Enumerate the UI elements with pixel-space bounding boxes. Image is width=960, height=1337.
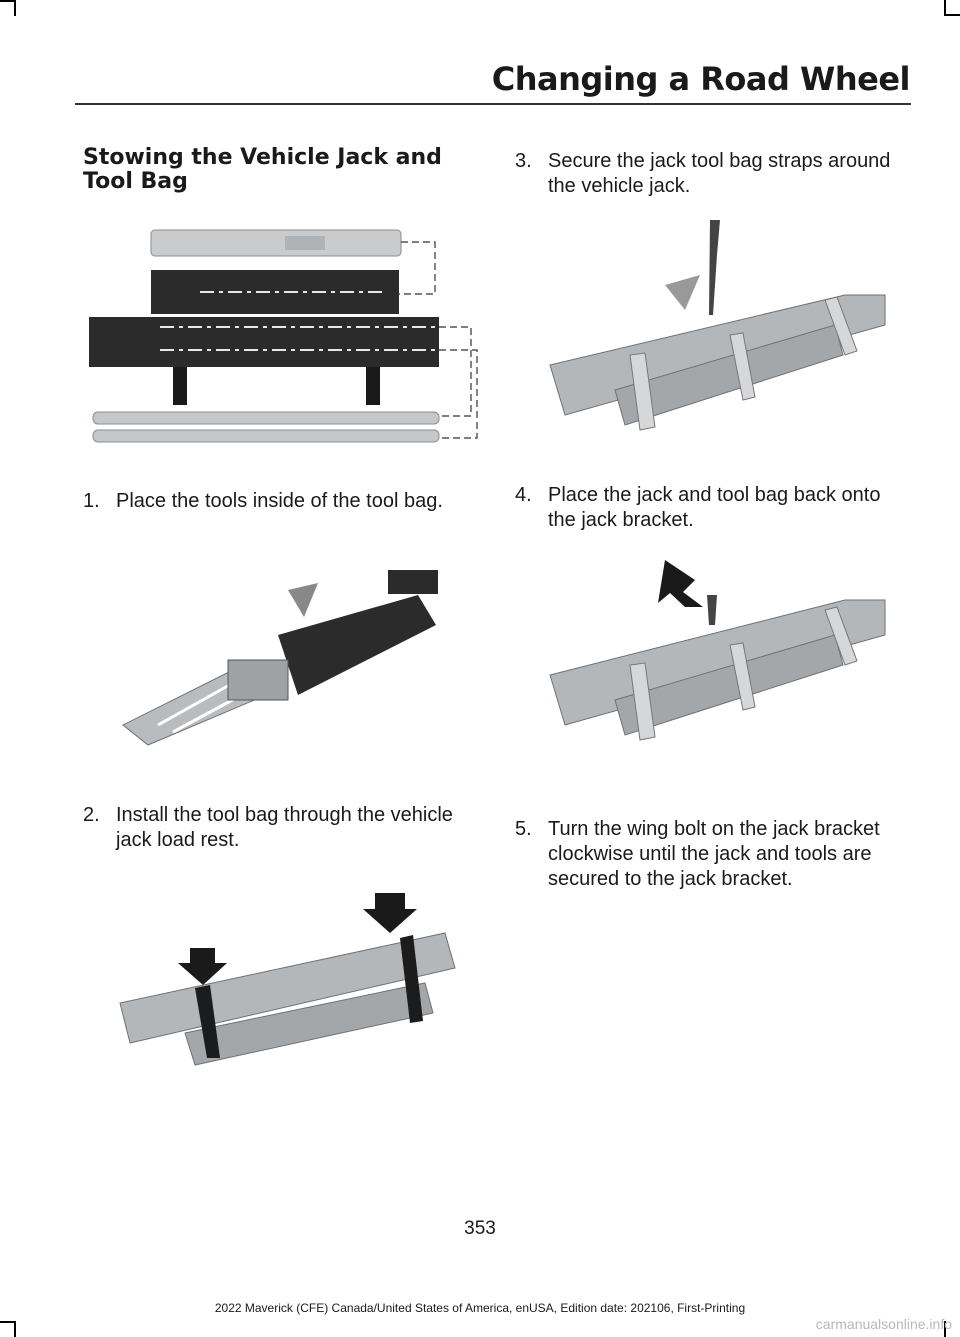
step-number: 5. [515,818,532,840]
step-text: Place the jack and tool bag back onto [548,484,881,506]
crop-mark [944,1321,946,1337]
watermark: carmanualsonline.info [815,1316,952,1332]
bag-through-load-rest-figure [119,893,456,1066]
step-text: Install the tool bag through the vehicle [116,804,453,826]
header-rule [75,103,911,105]
section-heading: Stowing the Vehicle Jack and Tool Bag [83,145,442,194]
tools-and-bag-figure [89,229,478,443]
step-number: 3. [515,150,532,172]
step-text: the jack bracket. [548,509,694,531]
crop-mark [14,0,16,16]
page-number: 353 [464,1218,496,1239]
step-number: 2. [83,804,100,826]
strap-secured-figure [549,220,886,431]
crop-mark [0,0,14,2]
crop-mark [944,0,946,16]
step-text: jack load rest. [116,829,240,851]
step-text: the vehicle jack. [548,175,691,197]
jack-on-bracket-figure [549,560,886,741]
page-title: Changing a Road Wheel [491,60,911,98]
step-number: 4. [515,484,532,506]
step-text: clockwise until the jack and tools are [548,843,872,865]
step-text: Turn the wing bolt on the jack bracket [548,818,880,840]
step-number: 1. [83,490,100,512]
crop-mark [0,1321,14,1323]
step-text: secured to the jack bracket. [548,868,793,890]
step-text: Secure the jack tool bag straps around [548,150,891,172]
step-text: Place the tools inside of the tool bag. [116,490,443,512]
tools-into-bag-figure [122,570,438,746]
crop-mark [946,14,960,16]
footer-edition-info: 2022 Maverick (CFE) Canada/United States… [214,1301,746,1315]
crop-mark [14,1321,16,1337]
